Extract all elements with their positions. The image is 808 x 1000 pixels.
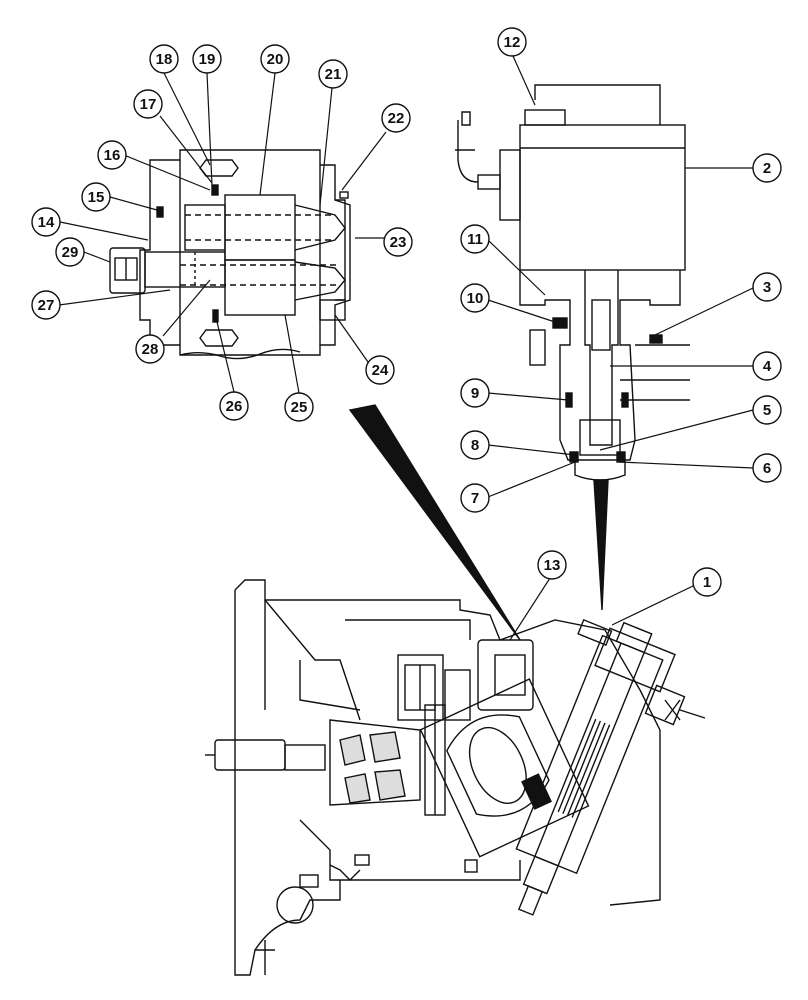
callout-14: 14 — [31, 207, 61, 237]
callout-5-label: 5 — [763, 402, 771, 419]
callout-22: 22 — [381, 103, 411, 133]
callout-19-label: 19 — [199, 51, 216, 68]
leader-wedge-left — [348, 404, 521, 641]
callout-1: 1 — [692, 567, 722, 597]
callout-29: 29 — [55, 237, 85, 267]
callout-15: 15 — [81, 182, 111, 212]
callout-20: 20 — [260, 44, 290, 74]
callout-2: 2 — [752, 153, 782, 183]
callout-3: 3 — [752, 272, 782, 302]
main-pump-assembly — [205, 579, 706, 976]
callout-6-label: 6 — [763, 460, 771, 477]
detail-left-assembly — [109, 149, 351, 360]
callout-9-label: 9 — [471, 385, 479, 402]
callout-7-label: 7 — [471, 490, 479, 507]
callout-leaders — [58, 55, 754, 641]
leader-wedge-right — [593, 479, 609, 611]
callout-14-label: 14 — [38, 214, 55, 231]
callout-7: 7 — [460, 483, 490, 513]
callout-10-label: 10 — [467, 290, 484, 307]
callout-26: 26 — [219, 391, 249, 421]
callout-19: 19 — [192, 44, 222, 74]
callout-28-label: 28 — [142, 341, 159, 358]
callout-10: 10 — [460, 283, 490, 313]
callout-23-label: 23 — [390, 234, 407, 251]
callouts: 1 2 3 4 5 6 7 8 9 10 11 12 13 14 15 16 1… — [31, 27, 782, 597]
callout-13-label: 13 — [544, 557, 561, 574]
callout-16: 16 — [97, 140, 127, 170]
callout-2-label: 2 — [763, 160, 771, 177]
callout-5: 5 — [752, 395, 782, 425]
callout-20-label: 20 — [267, 51, 284, 68]
callout-21-label: 21 — [325, 66, 342, 83]
callout-11-label: 11 — [467, 231, 483, 248]
callout-4: 4 — [752, 351, 782, 381]
callout-26-label: 26 — [226, 398, 243, 415]
detail-right-solenoid — [455, 84, 690, 481]
callout-24-label: 24 — [372, 362, 389, 379]
callout-24: 24 — [365, 355, 395, 385]
callout-21: 21 — [318, 59, 348, 89]
callout-12: 12 — [497, 27, 527, 57]
callout-25-label: 25 — [291, 399, 308, 416]
callout-9: 9 — [460, 378, 490, 408]
callout-3-label: 3 — [763, 279, 771, 296]
callout-1-label: 1 — [703, 574, 711, 591]
callout-27-label: 27 — [38, 297, 55, 314]
callout-25: 25 — [284, 392, 314, 422]
callout-17-label: 17 — [140, 96, 157, 113]
callout-8-label: 8 — [471, 437, 479, 454]
callout-12-label: 12 — [504, 34, 521, 51]
callout-27: 27 — [31, 290, 61, 320]
callout-6: 6 — [752, 453, 782, 483]
callout-28: 28 — [135, 334, 165, 364]
callout-29-label: 29 — [62, 244, 79, 261]
callout-8: 8 — [460, 430, 490, 460]
callout-18-label: 18 — [156, 51, 173, 68]
callout-17: 17 — [133, 89, 163, 119]
callout-16-label: 16 — [104, 147, 121, 164]
callout-15-label: 15 — [88, 189, 105, 206]
callout-23: 23 — [383, 227, 413, 257]
callout-11: 11 — [460, 224, 490, 254]
callout-18: 18 — [149, 44, 179, 74]
callout-4-label: 4 — [763, 358, 772, 375]
callout-22-label: 22 — [388, 110, 405, 127]
callout-13: 13 — [537, 550, 567, 580]
